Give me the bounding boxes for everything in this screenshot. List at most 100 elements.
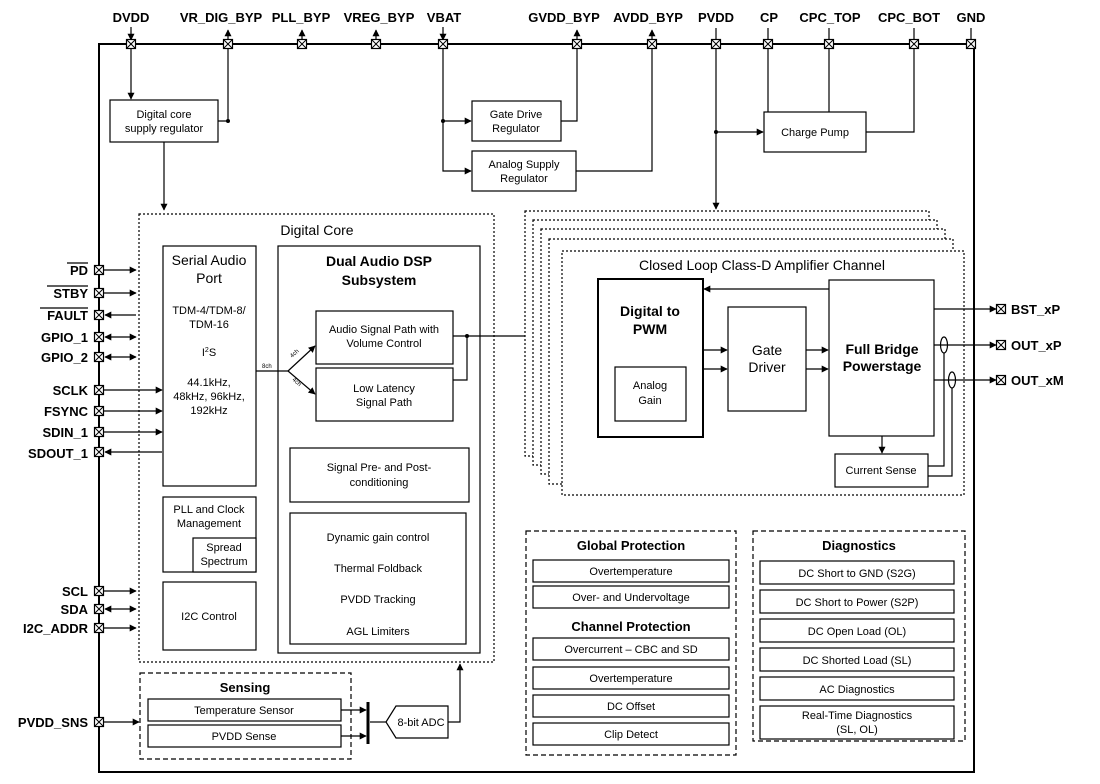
serial-audio-port xyxy=(162,245,257,487)
svg-text:Driver: Driver xyxy=(748,359,786,375)
diag-item xyxy=(759,589,955,614)
svg-text:Digital core: Digital core xyxy=(136,109,191,121)
svg-text:Subsystem: Subsystem xyxy=(342,272,417,288)
cp-item xyxy=(532,637,730,661)
i2c-control xyxy=(162,581,257,651)
cp-item xyxy=(532,694,730,718)
svg-text:Thermal Foldback: Thermal Foldback xyxy=(334,563,423,575)
svg-text:Over- and Undervoltage: Over- and Undervoltage xyxy=(572,592,689,604)
cp-item xyxy=(532,666,730,690)
pin-gpio-1: GPIO_1 xyxy=(41,330,88,345)
sensing: Sensing Temperature Sensor PVDD Sense 8-… xyxy=(139,663,464,760)
diag-item xyxy=(759,676,955,701)
pin-gpio-2: GPIO_2 xyxy=(41,350,88,365)
svg-text:Powerstage: Powerstage xyxy=(843,358,922,374)
diag-item xyxy=(759,647,955,672)
svg-text:PVDD Sense: PVDD Sense xyxy=(212,731,277,743)
pin-sdin-1: SDIN_1 xyxy=(42,425,88,440)
svg-text:AGL Limiters: AGL Limiters xyxy=(346,626,410,638)
gp-item xyxy=(532,585,730,609)
svg-text:4ch: 4ch xyxy=(289,349,300,360)
pin-cp: CP xyxy=(760,10,778,25)
supply-section: Digital core supply regulator Gate Drive… xyxy=(109,49,915,211)
channel-protection-title: Channel Protection xyxy=(571,619,690,634)
svg-text:Volume Control: Volume Control xyxy=(346,338,421,350)
svg-text:Dynamic gain control: Dynamic gain control xyxy=(327,532,430,544)
svg-text:PLL and Clock: PLL and Clock xyxy=(173,504,245,516)
low-latency-path xyxy=(315,367,454,422)
svg-text:I2C Control: I2C Control xyxy=(181,611,237,623)
svg-text:192kHz: 192kHz xyxy=(190,405,227,417)
svg-text:(SL, OL): (SL, OL) xyxy=(836,724,878,736)
pin-stby: STBY xyxy=(53,286,88,301)
pin-avdd-byp: AVDD_BYP xyxy=(613,10,683,25)
svg-text:4ch: 4ch xyxy=(291,377,302,388)
svg-text:PWM: PWM xyxy=(633,321,667,337)
right-pins: BST_xP OUT_xP OUT_xM xyxy=(995,302,1064,388)
svg-text:AC Diagnostics: AC Diagnostics xyxy=(819,684,895,696)
left-pins: PD STBY FAULT GPIO_1 GPIO_2 SCLK FSYNC S… xyxy=(18,262,163,730)
svg-text:Overcurrent – CBC and SD: Overcurrent – CBC and SD xyxy=(564,644,697,656)
gp-item xyxy=(532,559,730,583)
diag-item xyxy=(759,560,955,585)
global-protection-title: Global Protection xyxy=(577,538,685,553)
svg-text:Real-Time Diagnostics: Real-Time Diagnostics xyxy=(802,710,913,722)
diag-item xyxy=(759,705,955,740)
svg-text:44.1kHz,: 44.1kHz, xyxy=(187,377,230,389)
svg-text:Management: Management xyxy=(177,518,241,530)
charge-pump xyxy=(763,111,867,153)
pin-out-xm: OUT_xM xyxy=(1011,373,1064,388)
svg-text:I2S: I2S xyxy=(202,347,216,359)
svg-text:Audio Signal Path with: Audio Signal Path with xyxy=(329,324,439,336)
gate-driver xyxy=(727,306,807,412)
pin-i2c-addr: I2C_ADDR xyxy=(23,621,89,636)
svg-text:DC Short to Power (S2P): DC Short to Power (S2P) xyxy=(796,597,919,609)
svg-text:TDM-4/TDM-8/: TDM-4/TDM-8/ xyxy=(172,305,246,317)
digital-core-regulator xyxy=(109,99,219,143)
svg-text:Port: Port xyxy=(196,270,222,286)
pin-vreg-byp: VREG_BYP xyxy=(344,10,415,25)
svg-text:DC Short to GND (S2G): DC Short to GND (S2G) xyxy=(798,568,915,580)
svg-text:Dual Audio DSP: Dual Audio DSP xyxy=(326,253,432,269)
pin-fsync: FSYNC xyxy=(44,404,89,419)
amplifier-channels: Closed Loop Class-D Amplifier Channel Di… xyxy=(524,210,997,496)
svg-text:DC Shorted Load (SL): DC Shorted Load (SL) xyxy=(803,655,912,667)
svg-text:Digital to: Digital to xyxy=(620,303,680,319)
analog-gain xyxy=(614,366,687,422)
full-bridge-powerstage xyxy=(828,279,935,437)
pin-pd: PD xyxy=(70,263,88,278)
svg-text:Temperature Sensor: Temperature Sensor xyxy=(194,705,294,717)
svg-text:DC Offset: DC Offset xyxy=(607,701,655,713)
svg-text:DC Open Load (OL): DC Open Load (OL) xyxy=(808,626,906,638)
svg-text:Gain: Gain xyxy=(638,395,661,407)
svg-text:Full Bridge: Full Bridge xyxy=(845,341,918,357)
svg-text:PVDD Tracking: PVDD Tracking xyxy=(340,594,415,606)
svg-text:Spread: Spread xyxy=(206,542,241,554)
pin-pvdd: PVDD xyxy=(698,10,734,25)
svg-text:Current Sense: Current Sense xyxy=(846,465,917,477)
digital-core: Digital Core Serial Audio Port TDM-4/TDM… xyxy=(138,213,597,663)
audio-signal-path xyxy=(315,310,454,365)
pin-pll-byp: PLL_BYP xyxy=(272,10,331,25)
cp-item xyxy=(532,722,730,746)
pin-dvdd: DVDD xyxy=(113,10,150,25)
svg-text:Gate: Gate xyxy=(752,342,783,358)
current-sense xyxy=(834,453,929,488)
pin-gvdd-byp: GVDD_BYP xyxy=(528,10,600,25)
pin-bst-xp: BST_xP xyxy=(1011,302,1060,317)
svg-text:Serial Audio: Serial Audio xyxy=(172,252,247,268)
pin-sda: SDA xyxy=(61,602,89,617)
digital-core-title: Digital Core xyxy=(280,222,353,238)
pin-vr-dig-byp: VR_DIG_BYP xyxy=(180,10,263,25)
svg-text:Overtemperature: Overtemperature xyxy=(589,673,672,685)
svg-text:Low Latency: Low Latency xyxy=(353,383,415,395)
svg-text:Regulator: Regulator xyxy=(500,173,548,185)
diagnostics-title: Diagnostics xyxy=(822,538,896,553)
svg-text:8ch: 8ch xyxy=(262,364,272,370)
pin-out-xp: OUT_xP xyxy=(1011,338,1062,353)
svg-text:supply regulator: supply regulator xyxy=(125,123,204,135)
dsp-features xyxy=(289,512,467,645)
svg-text:Spectrum: Spectrum xyxy=(200,556,247,568)
svg-text:Signal Path: Signal Path xyxy=(356,397,412,409)
